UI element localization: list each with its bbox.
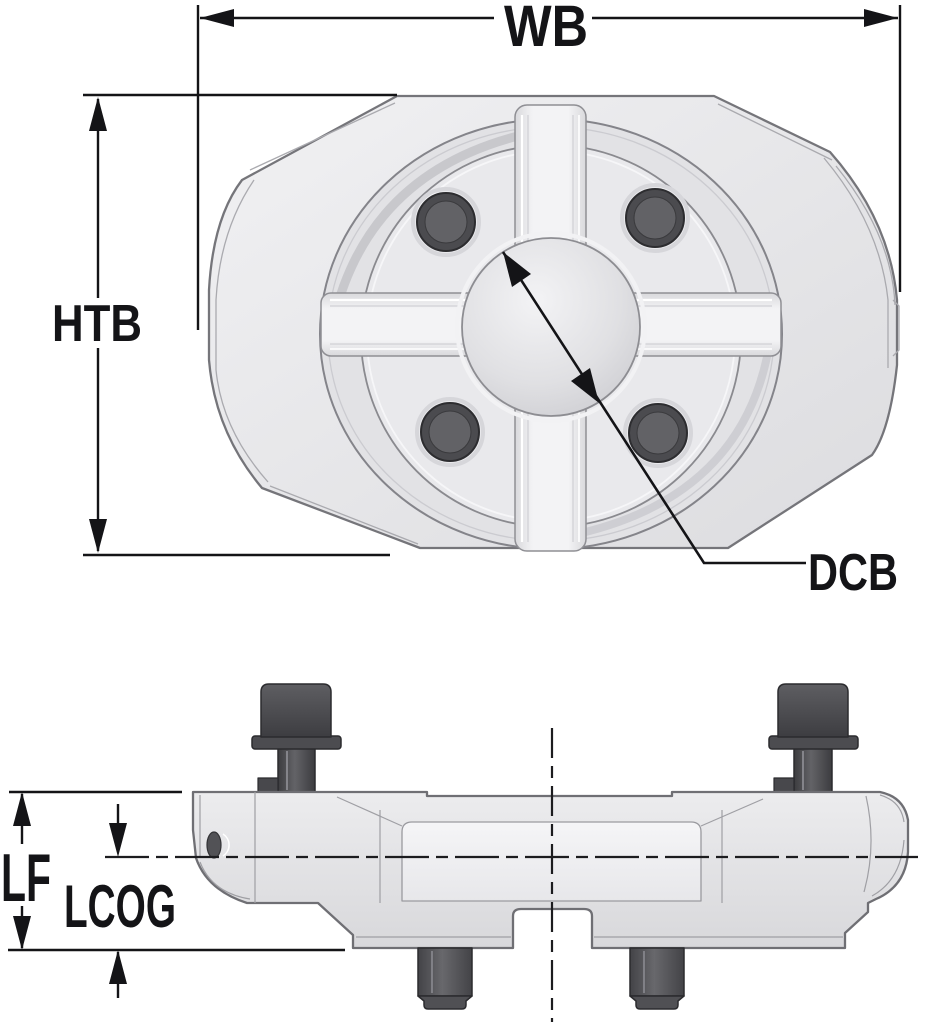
wb-arrowhead-right [864, 9, 898, 27]
dimension-label-dcb: DCB [808, 544, 898, 602]
center-boss-halo [455, 231, 647, 423]
dimension-lf [13, 792, 31, 950]
dcb-arrowhead-lower [571, 368, 599, 403]
dimension-label-lf: LF [1, 840, 51, 916]
htb-arrowhead-down [89, 519, 107, 553]
lf-arrowhead-down [13, 916, 31, 950]
side-view [105, 683, 918, 1022]
dimension-label-htb: HTB [52, 295, 142, 353]
dimension-wb [196, 5, 902, 330]
lf-arrowhead-up [13, 792, 31, 826]
dimensions [8, 5, 902, 998]
side-pin-hole-highlight [222, 833, 230, 857]
clamp-bolt-top-right [620, 183, 690, 253]
side-bottom-stud-right [629, 947, 685, 1010]
dimension-htb [83, 93, 397, 557]
lcog-arrowhead-down [109, 823, 127, 857]
top-view-facet-lines [215, 102, 900, 545]
htb-arrowhead-up [89, 97, 107, 131]
dimension-dcb [501, 251, 806, 565]
clamp-bolt-bottom-left [415, 397, 485, 467]
rim-shadow-upper-left [329, 125, 546, 320]
clamp-bolt-top-left [411, 187, 481, 257]
side-bottom-stud-left [417, 947, 473, 1010]
dimension-lcog [109, 804, 127, 998]
clamp-bolt-bottom-right [623, 398, 693, 468]
wb-arrowhead-left [200, 9, 234, 27]
side-top-bolt-right [768, 683, 859, 795]
side-facet-lines [199, 792, 905, 938]
top-view [207, 94, 900, 552]
dcb-diameter-line [501, 251, 806, 565]
lcog-arrowhead-up [109, 950, 127, 984]
side-top-bolt-left [251, 683, 342, 795]
side-pin-hole [206, 831, 222, 859]
dcb-arrowhead-upper [503, 252, 531, 287]
rim-shadow-lower-right [557, 351, 772, 542]
dimension-label-wb: WB [504, 0, 588, 59]
dimension-label-lcog: LCOG [64, 873, 176, 940]
